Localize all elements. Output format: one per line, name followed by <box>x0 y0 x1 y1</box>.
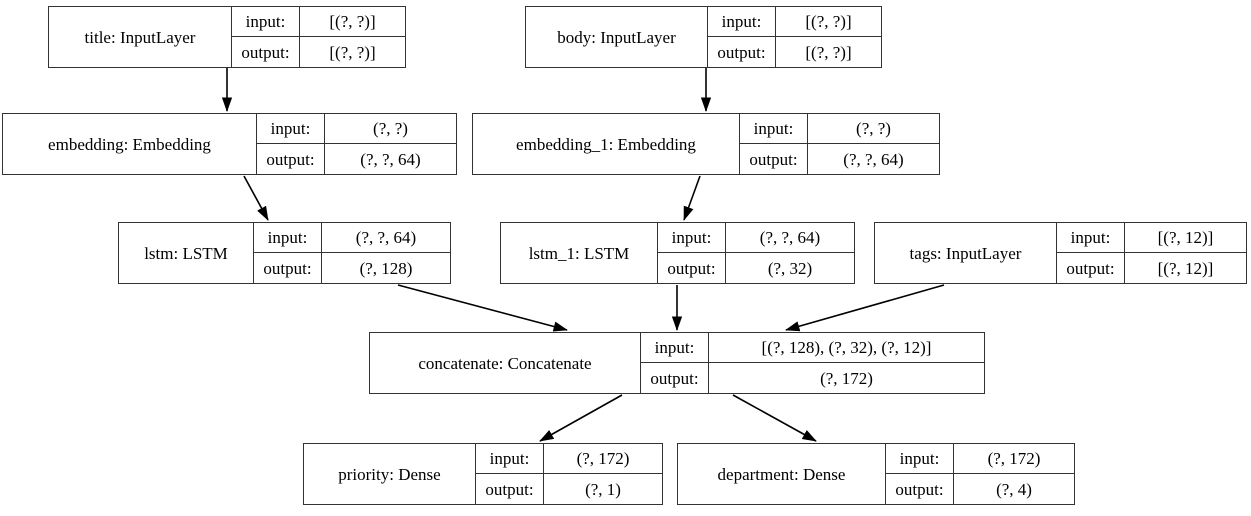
node-io-table: input: [(?, ?)] output: [(?, ?)] <box>231 7 405 67</box>
output-shape-lstm_1: (?, 32) <box>725 253 854 283</box>
node-io-table: input: (?, ?) output: (?, ?, 64) <box>256 114 456 174</box>
node-io-table: input: [(?, 128), (?, 32), (?, 12)] outp… <box>640 333 984 393</box>
node-io-table: input: [(?, 12)] output: [(?, 12)] <box>1056 223 1246 283</box>
input-label: input: <box>267 228 308 247</box>
input-shape-priority: (?, 172) <box>543 444 662 473</box>
output-shape-embedding: (?, ?, 64) <box>324 144 456 174</box>
edge-embedding_1-to-lstm_1 <box>683 175 701 221</box>
node-name-concatenate: concatenate: Concatenate <box>418 353 592 373</box>
edge-tags-to-concatenate <box>785 284 945 332</box>
node-name-lstm_1: lstm_1: LSTM <box>528 243 630 263</box>
model-node-body[interactable]: body: InputLayer input: [(?, ?)] output:… <box>525 6 882 68</box>
input-shape-embedding: (?, ?) <box>324 114 456 143</box>
node-name-embedding_1: embedding_1: Embedding <box>516 134 696 154</box>
input-label: input: <box>671 228 712 247</box>
node-input-row: input: [(?, ?)] <box>708 7 881 37</box>
output-label: output: <box>1066 258 1115 278</box>
node-name-lstm: lstm: LSTM <box>144 243 228 263</box>
model-node-tags[interactable]: tags: InputLayer input: [(?, 12)] output… <box>874 222 1247 284</box>
output-shape-tags: [(?, 12)] <box>1124 253 1246 283</box>
input-shape-tags: [(?, 12)] <box>1124 223 1246 252</box>
output-label: output: <box>263 258 312 278</box>
input-label: input: <box>654 338 695 357</box>
output-label: output: <box>650 368 699 388</box>
node-name-body: body: InputLayer <box>557 27 676 47</box>
node-input-row: input: [(?, 12)] <box>1057 223 1246 253</box>
edge-embedding-to-lstm <box>243 175 269 221</box>
node-output-row: output: (?, ?, 64) <box>257 144 456 174</box>
node-output-row: output: [(?, ?)] <box>232 37 405 67</box>
model-node-department[interactable]: department: Dense input: (?, 172) output… <box>677 443 1075 505</box>
node-io-table: input: (?, ?, 64) output: (?, 32) <box>657 223 854 283</box>
node-input-row: input: (?, ?) <box>257 114 456 144</box>
input-label: input: <box>489 449 530 468</box>
node-output-row: output: (?, 1) <box>476 474 662 504</box>
output-shape-department: (?, 4) <box>953 474 1074 504</box>
node-io-table: input: (?, 172) output: (?, 1) <box>475 444 662 504</box>
model-node-lstm_1[interactable]: lstm_1: LSTM input: (?, ?, 64) output: (… <box>500 222 855 284</box>
node-output-row: output: (?, 4) <box>886 474 1074 504</box>
input-label: input: <box>753 119 794 138</box>
output-shape-concatenate: (?, 172) <box>708 363 984 393</box>
input-shape-embedding_1: (?, ?) <box>807 114 939 143</box>
node-output-row: output: [(?, ?)] <box>708 37 881 67</box>
output-label: output: <box>485 479 534 499</box>
input-shape-lstm_1: (?, ?, 64) <box>725 223 854 252</box>
node-output-row: output: (?, 32) <box>658 253 854 283</box>
edge-concatenate-to-department <box>732 394 817 442</box>
node-name-department: department: Dense <box>717 464 846 484</box>
node-io-table: input: [(?, ?)] output: [(?, ?)] <box>707 7 881 67</box>
node-input-row: input: [(?, ?)] <box>232 7 405 37</box>
model-node-embedding[interactable]: embedding: Embedding input: (?, ?) outpu… <box>2 113 457 175</box>
output-shape-embedding_1: (?, ?, 64) <box>807 144 939 174</box>
model-node-concatenate[interactable]: concatenate: Concatenate input: [(?, 128… <box>369 332 985 394</box>
input-label: input: <box>245 12 286 31</box>
node-input-row: input: (?, ?) <box>740 114 939 144</box>
node-io-table: input: (?, ?, 64) output: (?, 128) <box>253 223 450 283</box>
output-label: output: <box>667 258 716 278</box>
output-shape-priority: (?, 1) <box>543 474 662 504</box>
input-shape-concatenate: [(?, 128), (?, 32), (?, 12)] <box>708 333 984 362</box>
node-input-row: input: (?, 172) <box>886 444 1074 474</box>
node-input-row: input: [(?, 128), (?, 32), (?, 12)] <box>641 333 984 363</box>
output-label: output: <box>895 479 944 499</box>
output-label: output: <box>266 149 315 169</box>
edge-concatenate-to-priority <box>539 394 623 442</box>
model-node-priority[interactable]: priority: Dense input: (?, 172) output: … <box>303 443 663 505</box>
output-label: output: <box>749 149 798 169</box>
node-output-row: output: (?, 172) <box>641 363 984 393</box>
node-name-tags: tags: InputLayer <box>909 243 1022 263</box>
node-name-title: title: InputLayer <box>84 27 196 47</box>
node-input-row: input: (?, ?, 64) <box>658 223 854 253</box>
output-shape-lstm: (?, 128) <box>321 253 450 283</box>
node-name-priority: priority: Dense <box>338 464 441 484</box>
node-io-table: input: (?, ?) output: (?, ?, 64) <box>739 114 939 174</box>
output-shape-title: [(?, ?)] <box>299 37 405 67</box>
node-output-row: output: (?, 128) <box>254 253 450 283</box>
node-io-table: input: (?, 172) output: (?, 4) <box>885 444 1074 504</box>
input-label: input: <box>1070 228 1111 247</box>
model-node-lstm[interactable]: lstm: LSTM input: (?, ?, 64) output: (?,… <box>118 222 451 284</box>
node-name-embedding: embedding: Embedding <box>48 134 211 154</box>
input-shape-body: [(?, ?)] <box>775 7 881 36</box>
output-label: output: <box>717 42 766 62</box>
node-output-row: output: [(?, 12)] <box>1057 253 1246 283</box>
node-input-row: input: (?, 172) <box>476 444 662 474</box>
input-shape-department: (?, 172) <box>953 444 1074 473</box>
input-shape-title: [(?, ?)] <box>299 7 405 36</box>
edge-lstm-to-concatenate <box>397 284 568 332</box>
model-node-embedding_1[interactable]: embedding_1: Embedding input: (?, ?) out… <box>472 113 940 175</box>
input-label: input: <box>721 12 762 31</box>
model-node-title[interactable]: title: InputLayer input: [(?, ?)] output… <box>48 6 406 68</box>
output-shape-body: [(?, ?)] <box>775 37 881 67</box>
node-output-row: output: (?, ?, 64) <box>740 144 939 174</box>
input-shape-lstm: (?, ?, 64) <box>321 223 450 252</box>
output-label: output: <box>241 42 290 62</box>
input-label: input: <box>270 119 311 138</box>
node-input-row: input: (?, ?, 64) <box>254 223 450 253</box>
input-label: input: <box>899 449 940 468</box>
